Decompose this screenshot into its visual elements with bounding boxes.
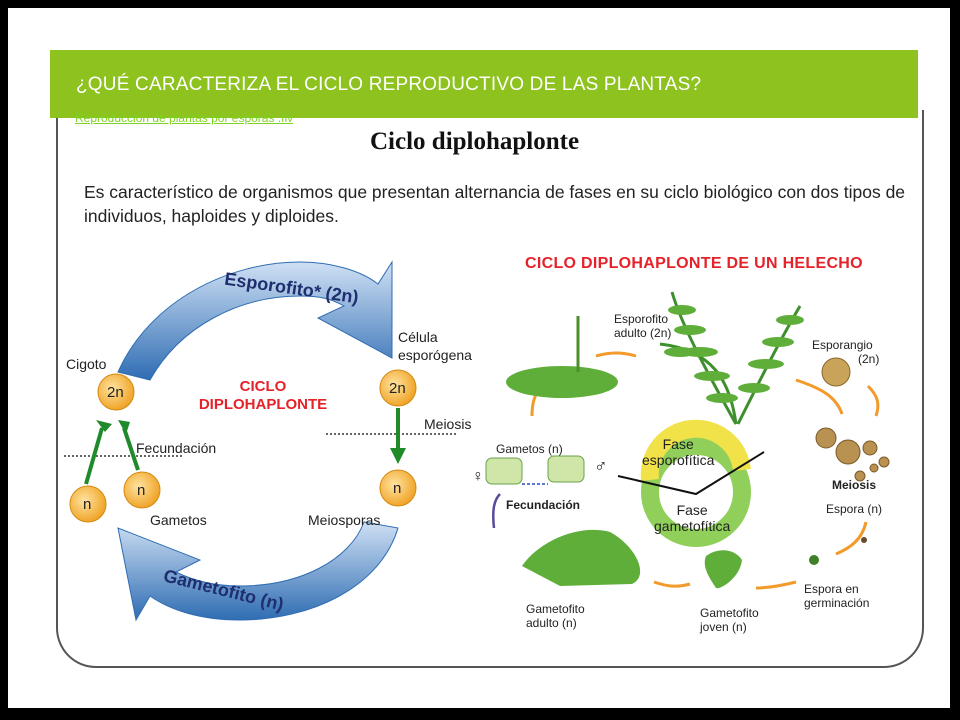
page-title: ¿QUÉ CARACTERIZA EL CICLO REPRODUCTIVO D… <box>76 74 702 95</box>
fern-meiosis-label: Meiosis <box>832 478 877 492</box>
header-bar: ¿QUÉ CARACTERIZA EL CICLO REPRODUCTIVO D… <box>50 50 918 118</box>
cell-gamete-1: n <box>83 496 92 513</box>
cell-sporogenous: 2n <box>389 380 406 397</box>
cell-gamete-2: n <box>137 482 146 499</box>
female-symbol: ♀ <box>472 468 484 485</box>
cigoto-label: Cigoto <box>66 356 107 372</box>
gametos-label: Gametos <box>150 512 207 528</box>
meiosis-label: Meiosis <box>424 416 472 432</box>
meiosporas-label: Meiosporas <box>308 512 381 528</box>
diagram-title: Ciclo diplohaplonte <box>370 128 580 155</box>
fern-title: CICLO DIPLOHAPLONTE DE UN HELECHO <box>525 255 863 272</box>
fern-fecundacion-label: Fecundación <box>506 498 581 512</box>
gametofito-arrow <box>117 521 399 622</box>
cell-meiospore: n <box>393 480 402 497</box>
video-link[interactable]: Reproducción de plantas por esporas .flv <box>75 111 294 125</box>
cell-zygote: 2n <box>107 384 124 401</box>
fecundacion-label: Fecundación <box>136 440 217 456</box>
content-panel <box>56 110 924 668</box>
esporangio-label: Esporangio(2n) <box>812 338 880 366</box>
male-symbol: ♂ <box>594 456 608 476</box>
espora-label: Espora (n) <box>826 502 883 516</box>
fern-gametos-label: Gametos (n) <box>496 442 563 456</box>
cycle-center-label: CICLO DIPLOHAPLONTE <box>198 378 328 413</box>
esporofito-arrow <box>117 260 393 381</box>
intro-text: Es característico de organismos que pres… <box>84 182 906 226</box>
